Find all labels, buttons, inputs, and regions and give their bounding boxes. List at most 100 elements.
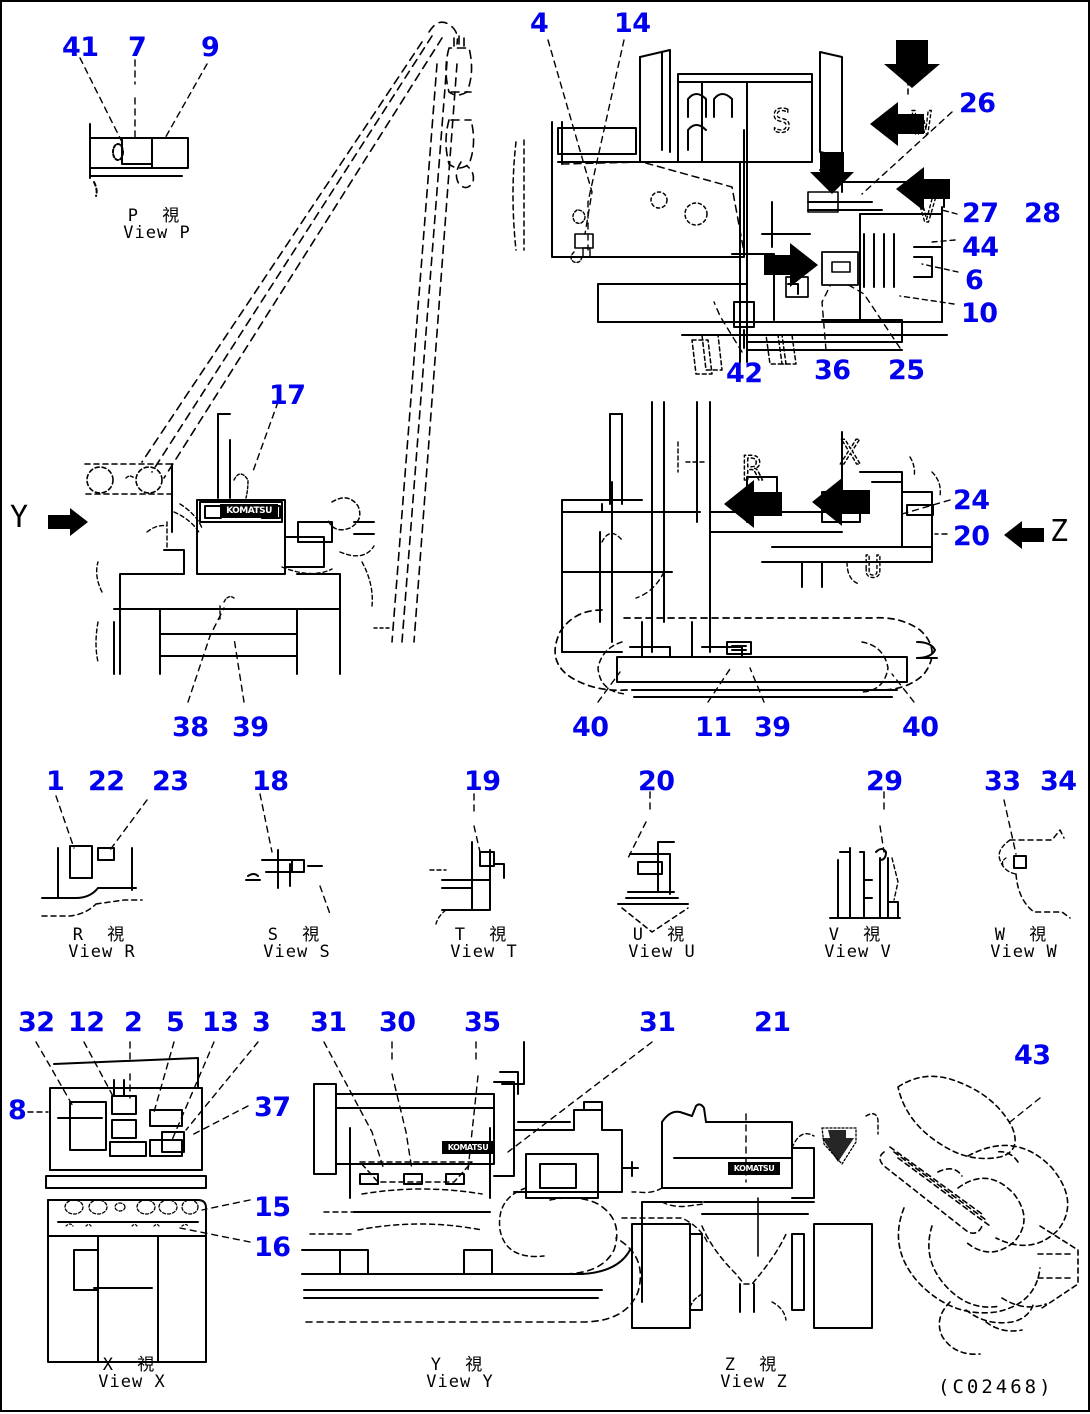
callout-number: 43	[1014, 1040, 1051, 1071]
svg-text:S: S	[772, 102, 791, 140]
callout-number: 28	[1024, 198, 1061, 229]
callout-number: 11	[695, 712, 732, 743]
callout-number: 31	[310, 1007, 347, 1038]
view-y-drawing	[301, 1041, 709, 1323]
callout-number: 38	[172, 712, 209, 743]
callout-number: 16	[254, 1232, 291, 1263]
view-caption-en: View Z	[720, 1372, 788, 1393]
track-machine-view: R X U	[554, 401, 951, 703]
callout-number: 39	[232, 712, 269, 743]
view-caption-jp: X 視	[102, 1355, 162, 1375]
view-caption-s: S 視 View S	[247, 925, 347, 963]
callout-number: 37	[254, 1092, 291, 1123]
callout-number: 31	[639, 1007, 676, 1038]
view-caption-en: View U	[628, 942, 696, 963]
crane-side-view	[84, 401, 391, 703]
callout-number: 18	[252, 766, 289, 797]
view-x-drawing	[27, 1041, 259, 1363]
view-caption-w: W 視 View W	[974, 926, 1074, 963]
callout-number: 26	[959, 88, 996, 119]
view-caption-t: T 視 View T	[434, 925, 534, 963]
callout-number: 35	[464, 1007, 501, 1038]
svg-text:V: V	[917, 192, 936, 230]
view-marker-z-arrow	[1004, 521, 1044, 549]
view-w-drawing	[998, 799, 1071, 919]
callout-number: 40	[572, 712, 609, 743]
view-caption-en: View W	[990, 942, 1058, 963]
upper-right-machine: S W V	[512, 39, 959, 375]
callout-number: 7	[128, 32, 147, 63]
callout-number: 14	[614, 8, 651, 39]
view-p-drawing	[79, 57, 208, 197]
callout-number: 27	[962, 198, 999, 229]
view-r-drawing	[41, 795, 148, 917]
callout-number: 34	[1040, 766, 1077, 797]
callout-number: 33	[984, 766, 1021, 797]
callout-number: 32	[18, 1007, 55, 1038]
view-s-drawing	[245, 793, 331, 915]
view-marker-z-letter: Z	[1050, 514, 1069, 549]
view-caption-jp: P 視	[127, 206, 187, 226]
callout-number: 42	[726, 358, 763, 389]
callout-number: 4	[530, 8, 549, 39]
view-caption-v: V 視 View V	[808, 925, 908, 963]
callout-number: 1	[46, 766, 65, 797]
callout-number: 39	[754, 712, 791, 743]
view-caption-en: View V	[824, 942, 892, 963]
view-caption-en: View Y	[426, 1372, 494, 1393]
view-caption-jp: U 視	[632, 925, 692, 945]
callout-number: 36	[814, 355, 851, 386]
view-v-drawing	[829, 791, 901, 919]
callout-number: 25	[888, 355, 925, 386]
callout-number: 21	[754, 1007, 791, 1038]
view-t-drawing	[429, 793, 505, 925]
callout-number: 19	[464, 766, 501, 797]
view-caption-jp: Z 視	[724, 1355, 784, 1375]
callout-number: 24	[953, 485, 990, 516]
view-caption-u: U 視 View U	[612, 925, 712, 963]
callout-number: 8	[8, 1095, 27, 1126]
callout-number: 10	[961, 298, 998, 329]
callout-number: 29	[866, 766, 903, 797]
callout-number: 3	[252, 1007, 271, 1038]
view-caption-en: View X	[98, 1372, 166, 1393]
view-caption-jp: V 視	[828, 925, 888, 945]
view-z-drawing	[631, 1103, 879, 1329]
callout-number: 5	[166, 1007, 185, 1038]
callout-number: 40	[902, 712, 939, 743]
komatsu-logo-crane: KOMATSU	[220, 504, 278, 518]
crane-boom	[141, 21, 475, 643]
svg-text:X: X	[840, 433, 861, 473]
view-caption-en: View T	[450, 942, 518, 963]
callout-number: 41	[62, 32, 99, 63]
callout-number: 17	[269, 380, 306, 411]
callout-number: 20	[638, 766, 675, 797]
view-caption-en: View P	[123, 223, 191, 244]
callout-number: 20	[953, 521, 990, 552]
callout-number: 30	[379, 1007, 416, 1038]
item-43-detail	[879, 1075, 1079, 1355]
svg-text:R: R	[742, 449, 763, 489]
callout-number: 9	[201, 32, 220, 63]
drawing-code: (C02468)	[938, 1376, 1054, 1398]
callout-number: 2	[124, 1007, 143, 1038]
svg-text:W: W	[912, 104, 932, 142]
callout-number: 23	[152, 766, 189, 797]
callout-number: 12	[68, 1007, 105, 1038]
view-caption-en: View S	[263, 942, 331, 963]
svg-text:U: U	[864, 550, 882, 585]
callout-number: 44	[962, 232, 999, 263]
view-marker-y-letter: Y	[10, 500, 29, 535]
view-caption-r: R 視 View R	[52, 925, 152, 962]
view-caption-jp: S 視	[267, 925, 327, 945]
callout-number: 6	[965, 265, 984, 296]
view-caption-z: Z 視 View Z	[704, 1355, 804, 1393]
view-caption-x: X 視 View X	[82, 1355, 182, 1393]
komatsu-logo-view-y: KOMATSU	[442, 1141, 494, 1154]
callout-number: 15	[254, 1192, 291, 1223]
view-caption-jp: R 視	[72, 925, 132, 945]
view-caption-jp: T 視	[454, 925, 514, 945]
view-caption-jp: Y 視	[430, 1355, 490, 1375]
callout-number: 13	[202, 1007, 239, 1038]
